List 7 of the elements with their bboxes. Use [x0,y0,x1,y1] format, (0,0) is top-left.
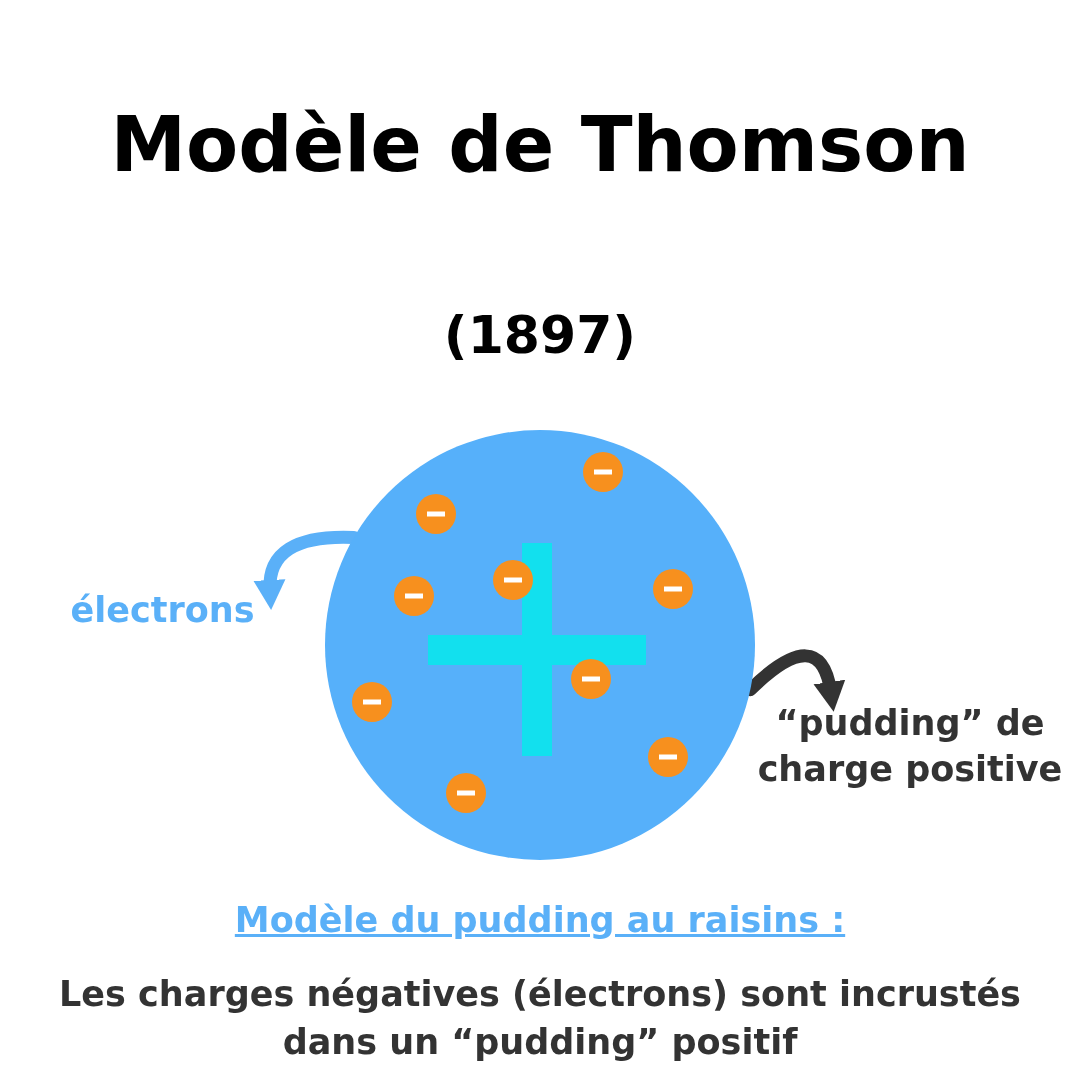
title: Modèle de Thomson [109,100,971,189]
description: Les charges négatives (électrons) sont incrustés dans un “pudding” positif [58,973,1022,1064]
year-label: (1897) [442,305,638,365]
positive-sphere [325,430,755,860]
callout-label: électrons [55,590,270,640]
subtitle: Modèle du pudding au raisins : [233,900,847,940]
callout-label: “pudding” de charge positive [745,700,1075,796]
